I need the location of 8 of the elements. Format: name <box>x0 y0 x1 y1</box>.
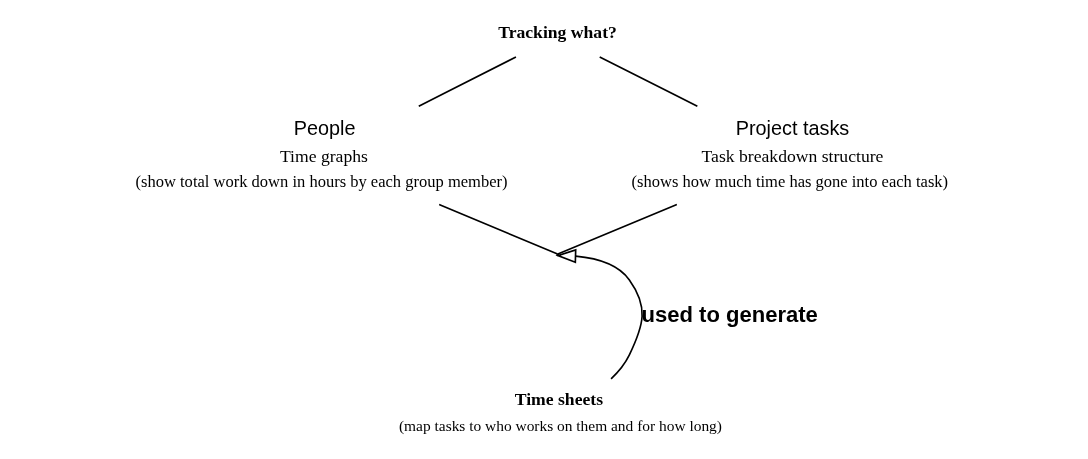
node-point <box>555 253 559 257</box>
connector <box>417 56 517 108</box>
node-text: People Time graphs (show total work down in hours by each group member) <box>135 116 508 192</box>
connector <box>598 56 698 108</box>
node-text: Tracking what? <box>497 21 617 42</box>
edge-label: used to generate <box>641 301 818 327</box>
node-text: Time sheets (map tasks to who works on them and for how long) <box>398 388 722 434</box>
node-text: Project tasks Task breakdown structure (shows how much time has gone into each task) <box>631 116 948 192</box>
